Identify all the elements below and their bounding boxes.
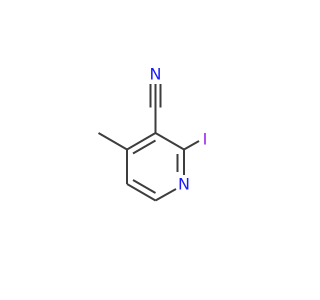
atom-label-ring-nitrogen: N	[178, 175, 190, 194]
bond-c4-c3	[126, 132, 157, 151]
atom-label-iodine: I	[203, 130, 208, 149]
bond-c4-c3-inner	[132, 139, 157, 155]
bond-c4-methyl	[97, 132, 128, 151]
bond-n1-c6	[155, 188, 177, 202]
bond-c6-c5-inner	[132, 179, 157, 194]
nitrile-triple-bond	[149, 84, 162, 108]
bond-c6-c5	[126, 183, 157, 202]
atom-label-nitrile-nitrogen: N	[150, 65, 162, 84]
molecule-structure: N I N	[97, 65, 208, 202]
bond-c3-c2	[154, 132, 185, 151]
bond-c2-iodine	[183, 140, 200, 151]
